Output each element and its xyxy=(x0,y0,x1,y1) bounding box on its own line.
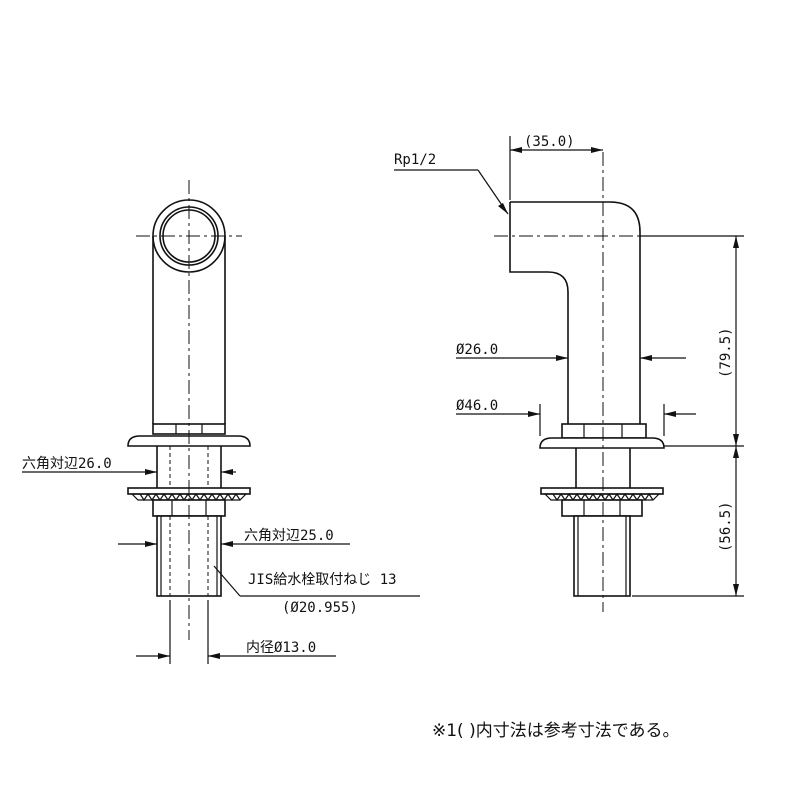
dim-56-label: (56.5) xyxy=(718,501,734,552)
front-view xyxy=(127,180,251,640)
hex25-label: 六角対辺25.0 xyxy=(244,528,334,544)
inner-diameter-label: 内径Ø13.0 xyxy=(246,640,316,656)
dim-35-label: (35.0) xyxy=(524,134,575,150)
dim-d26-label: Ø26.0 xyxy=(456,342,498,358)
front-dimensions: 六角対辺26.0 六角対辺25.0 JIS給水栓取付ねじ 13 (Ø20.955… xyxy=(22,456,420,664)
reference-dimension-note: ※1( )内寸法は参考寸法である。 xyxy=(432,721,680,741)
side-view xyxy=(494,152,670,612)
dim-79-label: (79.5) xyxy=(718,327,734,378)
thread-rp-label: Rp1/2 xyxy=(394,152,436,168)
dim-d46-label: Ø46.0 xyxy=(456,398,498,414)
hex26-label: 六角対辺26.0 xyxy=(22,456,112,472)
side-dimensions: (35.0) Rp1/2 Ø26.0 Ø46.0 (79.5) (56.5) xyxy=(394,134,744,597)
jis-label: JIS給水栓取付ねじ 13 xyxy=(248,572,397,588)
jis-diameter-label: (Ø20.955) xyxy=(282,600,358,616)
